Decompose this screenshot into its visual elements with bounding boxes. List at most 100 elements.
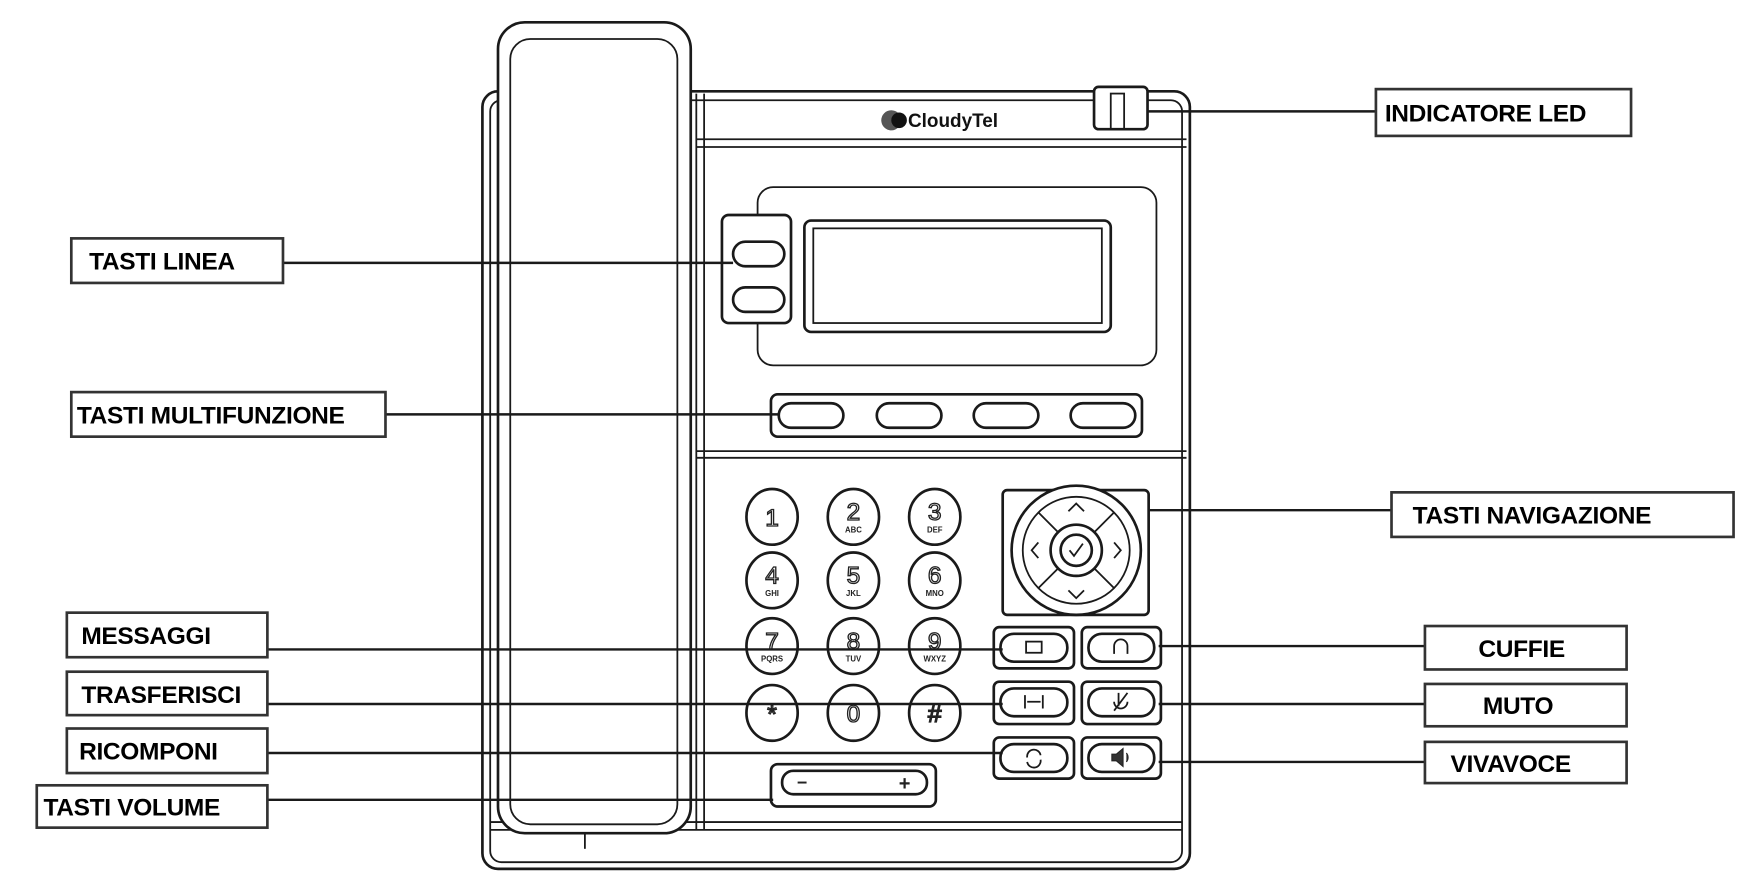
mute-icon bbox=[1113, 692, 1129, 712]
key-outline bbox=[745, 487, 800, 547]
svg-text:INDICATORE LED: INDICATORE LED bbox=[1385, 100, 1586, 127]
label-tasti-linea: TASTI LINEA bbox=[69, 237, 285, 285]
brand-name: CloudyTel bbox=[908, 111, 998, 132]
key-letters: JKL bbox=[846, 589, 861, 598]
svg-text:RICOMPONI: RICOMPONI bbox=[79, 739, 218, 766]
key-digit: 4 bbox=[765, 563, 779, 590]
key-letters: MNO bbox=[926, 589, 944, 598]
svg-text:CUFFIE: CUFFIE bbox=[1478, 636, 1564, 663]
function-keys bbox=[992, 625, 1163, 780]
nav-up-icon[interactable] bbox=[1067, 502, 1085, 512]
svg-text:MUTO: MUTO bbox=[1483, 693, 1554, 720]
key-outline bbox=[826, 616, 881, 676]
soft-key-1[interactable] bbox=[777, 401, 845, 430]
volume-up-label: + bbox=[899, 773, 911, 795]
key-digit: 8 bbox=[847, 628, 861, 655]
svg-text:MESSAGGI: MESSAGGI bbox=[81, 623, 210, 650]
key-digit: 1 bbox=[765, 505, 779, 532]
label-muto: MUTO bbox=[1423, 682, 1628, 728]
svg-text:TRASFERISCI: TRASFERISCI bbox=[81, 682, 241, 709]
line-key-2[interactable] bbox=[731, 286, 786, 314]
keypad-key-1[interactable]: 1 bbox=[745, 487, 800, 547]
led-indicator bbox=[1092, 85, 1149, 131]
line-key-1[interactable] bbox=[731, 240, 786, 268]
check-icon bbox=[1068, 543, 1084, 558]
soft-key-3[interactable] bbox=[972, 401, 1040, 430]
key-digit: * bbox=[767, 701, 777, 728]
key-digit: # bbox=[928, 701, 942, 728]
key-digit: 7 bbox=[765, 628, 779, 655]
navigation-keys bbox=[1001, 484, 1150, 617]
key-outline bbox=[826, 683, 881, 743]
label-indicatore-led: INDICATORE LED bbox=[1374, 87, 1633, 138]
label-tasti-multifunzione: TASTI MULTIFUNZIONE bbox=[69, 390, 387, 438]
label-tasti-navigazione: TASTI NAVIGAZIONE bbox=[1390, 491, 1735, 539]
label-cuffie: CUFFIE bbox=[1423, 624, 1628, 671]
label-vivavoce: VIVAVOCE bbox=[1423, 740, 1628, 785]
nav-left-icon[interactable] bbox=[1030, 541, 1040, 559]
headset-button[interactable] bbox=[1087, 632, 1156, 664]
key-outline bbox=[907, 551, 962, 610]
key-letters: ABC bbox=[845, 525, 862, 534]
key-outline bbox=[826, 487, 881, 547]
label-ricomponi: RICOMPONI bbox=[65, 727, 269, 775]
leader-lines bbox=[267, 110, 1425, 802]
volume-down-label: − bbox=[797, 773, 807, 793]
svg-text:TASTI VOLUME: TASTI VOLUME bbox=[43, 794, 220, 821]
keypad-key-hash[interactable]: # bbox=[907, 683, 962, 743]
key-letters: PQRS bbox=[761, 655, 783, 664]
key-letters: GHI bbox=[765, 589, 779, 598]
key-digit: 2 bbox=[847, 499, 861, 526]
key-letters: DEF bbox=[927, 525, 943, 534]
key-outline bbox=[907, 683, 962, 743]
soft-keys bbox=[769, 392, 1144, 438]
key-outline bbox=[745, 616, 800, 676]
key-letters: TUV bbox=[846, 655, 862, 664]
key-outline bbox=[745, 683, 800, 743]
redial-button[interactable] bbox=[999, 742, 1069, 774]
soft-key-2[interactable] bbox=[875, 401, 943, 430]
key-digit: 0 bbox=[847, 701, 861, 728]
keypad-key-0[interactable]: 0 bbox=[826, 683, 881, 743]
nav-down-icon[interactable] bbox=[1067, 589, 1085, 600]
key-digit: 6 bbox=[928, 563, 942, 590]
label-messaggi: MESSAGGI bbox=[65, 611, 269, 659]
keypad-key-star[interactable]: * bbox=[745, 683, 800, 743]
key-outline bbox=[907, 616, 962, 676]
label-trasferisci: TRASFERISCI bbox=[65, 670, 269, 717]
key-digit: 3 bbox=[928, 499, 942, 526]
redial-icon bbox=[1026, 748, 1042, 769]
soft-key-4[interactable] bbox=[1069, 401, 1137, 430]
nav-right-icon[interactable] bbox=[1113, 541, 1122, 559]
svg-text:TASTI NAVIGAZIONE: TASTI NAVIGAZIONE bbox=[1413, 503, 1651, 530]
headset-icon bbox=[1113, 638, 1129, 654]
key-outline bbox=[826, 551, 881, 610]
svg-text:TASTI MULTIFUNZIONE: TASTI MULTIFUNZIONE bbox=[77, 402, 345, 429]
key-outline bbox=[907, 487, 962, 547]
brand-logo: CloudyTel bbox=[881, 110, 998, 132]
svg-text:TASTI LINEA: TASTI LINEA bbox=[89, 249, 235, 276]
volume-rocker[interactable] bbox=[780, 769, 929, 796]
key-digit: 9 bbox=[928, 628, 942, 655]
handset bbox=[496, 20, 693, 849]
key-outline bbox=[745, 551, 800, 610]
envelope-icon bbox=[1025, 640, 1043, 654]
speaker-icon bbox=[1111, 747, 1129, 768]
messages-button[interactable] bbox=[999, 632, 1069, 664]
transfer-icon bbox=[1024, 695, 1044, 709]
label-tasti-volume: TASTI VOLUME bbox=[35, 783, 269, 829]
key-letters: WXYZ bbox=[923, 655, 946, 664]
volume-keys: − + bbox=[769, 762, 938, 808]
nav-ok-button[interactable] bbox=[1059, 533, 1094, 568]
display bbox=[756, 186, 1158, 367]
